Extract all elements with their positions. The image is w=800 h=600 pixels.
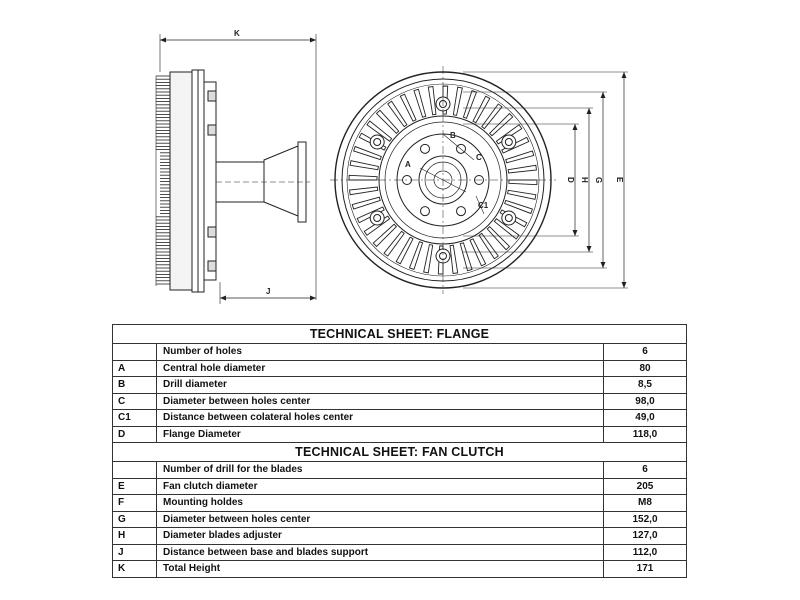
row-value: 205 — [603, 477, 687, 495]
dimension-label-j: J — [266, 287, 270, 296]
row-value: 80 — [603, 359, 687, 377]
row-code: E — [112, 477, 157, 495]
row-code: K — [112, 560, 157, 578]
label-e: E — [615, 177, 624, 183]
front-view-labels: A B C C1 D H G E — [405, 131, 624, 210]
label-c: C — [476, 153, 482, 162]
row-label: Diameter between holes center — [156, 510, 604, 528]
row-code: C — [112, 392, 157, 410]
row-value: 6 — [603, 343, 687, 361]
row-label: Drill diameter — [156, 376, 604, 394]
row-code: B — [112, 376, 157, 394]
label-h: H — [580, 177, 589, 183]
side-view-bolts — [207, 90, 217, 272]
row-label: Number of drill for the blades — [156, 461, 604, 479]
row-value: M8 — [603, 494, 687, 512]
row-code: D — [112, 425, 157, 443]
row-code: F — [112, 494, 157, 512]
row-label: Number of holes — [156, 343, 604, 361]
row-label: Fan clutch diameter — [156, 477, 604, 495]
flange-sheet-title: TECHNICAL SHEET: FLANGE — [112, 324, 687, 344]
row-code: A — [112, 359, 157, 377]
row-value: 152,0 — [603, 510, 687, 528]
row-value: 6 — [603, 461, 687, 479]
label-a: A — [405, 160, 411, 169]
row-value: 8,5 — [603, 376, 687, 394]
row-code — [112, 343, 157, 361]
side-view-fins — [155, 75, 170, 286]
technical-drawing: K J A B C C1 D H G E — [155, 29, 628, 304]
row-value: 118,0 — [603, 425, 687, 443]
label-b: B — [450, 131, 456, 140]
row-value: 98,0 — [603, 392, 687, 410]
label-g: G — [594, 177, 603, 183]
housing-outline — [169, 71, 193, 291]
row-value: 127,0 — [603, 527, 687, 545]
row-label: Diameter blades adjuster — [156, 527, 604, 545]
row-value: 171 — [603, 560, 687, 578]
row-label: Diameter between holes center — [156, 392, 604, 410]
flange-holes — [402, 143, 484, 217]
row-label: Distance between base and blades support — [156, 543, 604, 561]
row-label: Central hole diameter — [156, 359, 604, 377]
housing-hub-ring — [203, 81, 217, 281]
flange-cone — [263, 145, 299, 217]
side-view — [155, 34, 317, 304]
row-label: Distance between colateral holes center — [156, 409, 604, 427]
row-value: 112,0 — [603, 543, 687, 561]
row-code — [112, 461, 157, 479]
row-label: Mounting holdes — [156, 494, 604, 512]
row-code: J — [112, 543, 157, 561]
row-label: Total Height — [156, 560, 604, 578]
diameter-dimensions — [463, 71, 628, 289]
clutch-title-row: TECHNICAL SHEET: FAN CLUTCH — [112, 442, 687, 462]
label-c1: C1 — [478, 201, 489, 210]
clutch-sheet-title: TECHNICAL SHEET: FAN CLUTCH — [112, 442, 687, 462]
row-code: G — [112, 510, 157, 528]
row-code: H — [112, 527, 157, 545]
row-code: C1 — [112, 409, 157, 427]
front-view-fins — [348, 85, 538, 275]
front-view — [330, 66, 628, 294]
dimension-label-k: K — [234, 29, 240, 38]
flange-title-row: TECHNICAL SHEET: FLANGE — [112, 324, 687, 344]
row-value: 49,0 — [603, 409, 687, 427]
row-label: Flange Diameter — [156, 425, 604, 443]
label-d: D — [566, 177, 575, 183]
